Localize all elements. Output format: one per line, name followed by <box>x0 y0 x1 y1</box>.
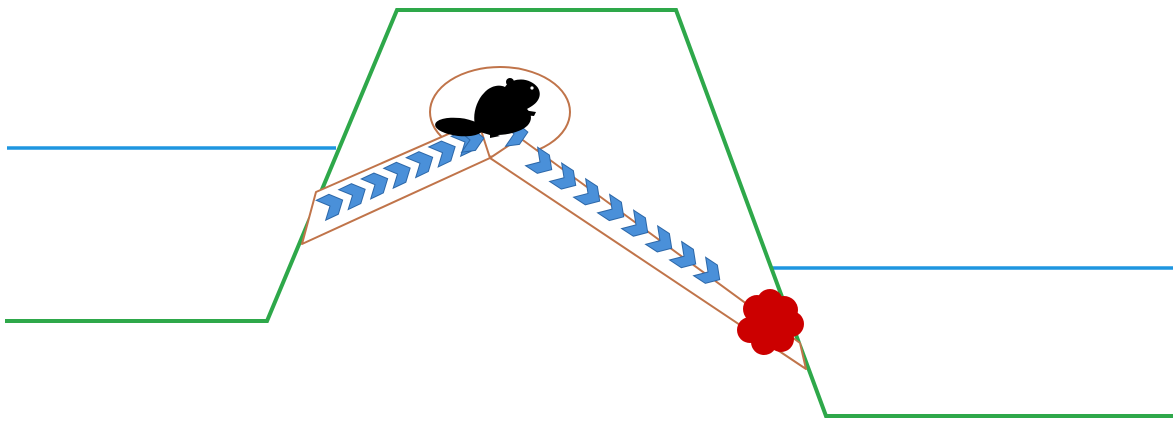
chevron-right-icon <box>548 161 577 190</box>
chevron-right-icon <box>427 140 456 168</box>
chevron-right-icon <box>337 183 366 211</box>
chevron-right-icon <box>524 146 553 174</box>
blockage-icon <box>737 289 804 355</box>
chevron-right-icon <box>572 177 601 206</box>
chevron-right-icon <box>644 224 673 253</box>
dam-bank-profile <box>5 8 1173 418</box>
chevron-right-icon <box>315 193 344 222</box>
chevron-right-icon <box>382 161 411 190</box>
chevron-right-icon <box>596 193 625 222</box>
chevron-right-icon <box>692 256 721 284</box>
beaver-icon <box>435 78 540 138</box>
chevron-right-icon <box>668 240 697 269</box>
chevron-right-icon <box>620 209 649 237</box>
chevron-right-icon <box>360 172 389 200</box>
chevron-right-icon <box>405 151 434 179</box>
